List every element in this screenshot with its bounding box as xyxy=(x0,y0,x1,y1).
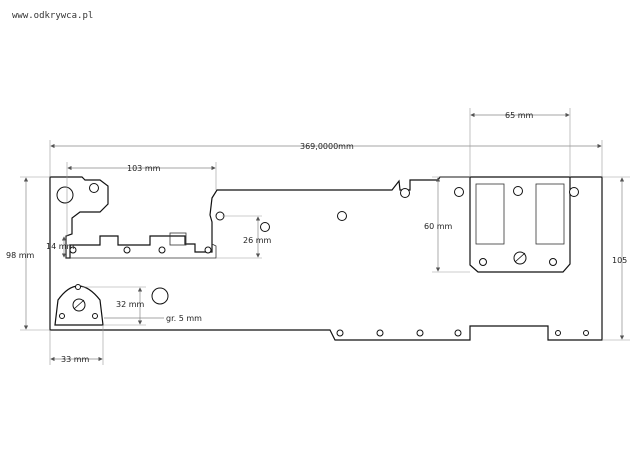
watermark-text: www.odkrywca.pl xyxy=(12,11,93,21)
hole xyxy=(337,211,347,221)
hole xyxy=(454,329,462,337)
label-boss-offset: 33 mm xyxy=(61,355,90,364)
hole xyxy=(89,183,99,193)
hole xyxy=(555,330,561,336)
hole xyxy=(123,246,131,254)
label-overall-length: 369,0000mm xyxy=(300,142,354,151)
label-boss-height: 32 mm xyxy=(116,300,145,309)
hole xyxy=(549,258,557,266)
label-window-height: 60 mm xyxy=(424,222,453,231)
hole xyxy=(260,222,270,232)
hole xyxy=(513,186,523,196)
hole xyxy=(400,188,410,198)
window-left-slot xyxy=(475,183,505,245)
boss-hole-right xyxy=(92,313,98,319)
hole xyxy=(158,246,166,254)
boss-center-mark xyxy=(73,299,85,310)
label-left-height: 98 mm xyxy=(6,251,35,260)
holes xyxy=(56,183,589,337)
label-cutout-width: 103 mm xyxy=(127,164,161,173)
label-window-width: 65 mm xyxy=(505,111,534,120)
label-right-height: 105 xyxy=(612,256,627,265)
boss-hole-top xyxy=(75,284,81,290)
label-hole-offset: 26 mm xyxy=(243,236,272,245)
label-small-offset: 14 mm xyxy=(46,242,75,251)
boss-hole-left xyxy=(59,313,65,319)
left-slot xyxy=(169,232,187,246)
window-center-mark xyxy=(514,252,526,263)
left-cutout xyxy=(65,236,217,259)
hole xyxy=(454,187,464,197)
hole-large-left xyxy=(56,186,74,204)
hole xyxy=(569,187,579,197)
plate-outline xyxy=(49,176,603,341)
label-thickness: gr. 5 mm xyxy=(166,314,202,323)
boss-outline xyxy=(54,285,104,326)
hole xyxy=(479,258,487,266)
hole xyxy=(336,329,344,337)
hole xyxy=(204,246,212,254)
hole xyxy=(416,329,424,337)
hole-large-mid xyxy=(151,287,169,305)
window-right-slot xyxy=(535,183,565,245)
hole xyxy=(583,330,589,336)
hole xyxy=(69,246,77,254)
right-window xyxy=(469,177,571,273)
hole xyxy=(376,329,384,337)
